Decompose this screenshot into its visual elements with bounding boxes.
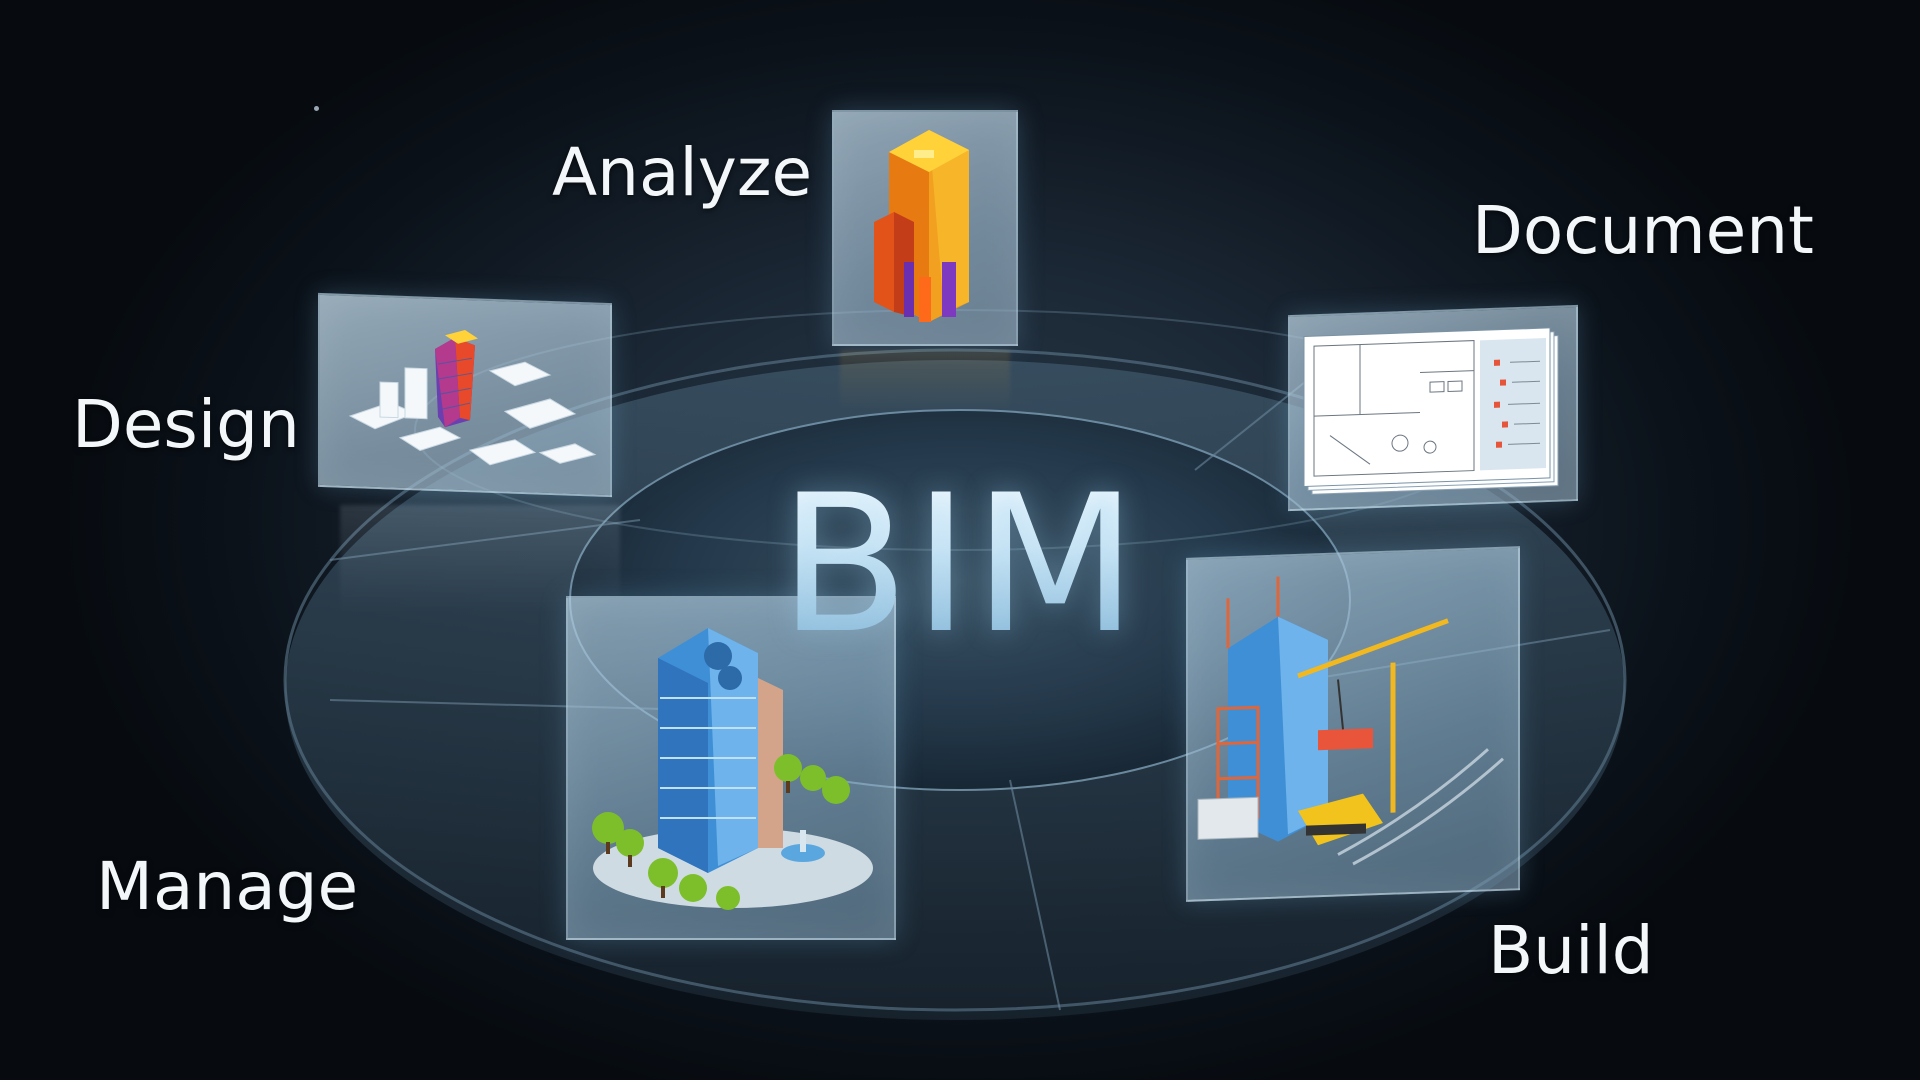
stage-label-analyze: Analyze (552, 134, 813, 211)
design-tower (435, 330, 478, 428)
analyze-heatmap-building-icon (834, 112, 1016, 344)
analyze-panel-reflection (840, 350, 1010, 410)
document-floorplan-sheets-icon (1290, 307, 1576, 509)
document-panel (1288, 304, 1578, 512)
manage-office-building-icon (568, 598, 894, 938)
stage-label-design: Design (72, 386, 300, 463)
build-panel (1186, 546, 1520, 902)
stage-label-manage: Manage (96, 848, 359, 925)
center-label-bim: BIM (700, 470, 1220, 660)
design-panel (318, 292, 612, 498)
build-construction-site-icon (1188, 548, 1518, 900)
stage-label-document: Document (1472, 192, 1814, 269)
stage-label-build: Build (1488, 912, 1654, 989)
analyze-panel (832, 110, 1018, 346)
outer-ring-rim (283, 348, 1627, 1012)
design-city-model-icon (320, 294, 610, 496)
speck-dot (314, 106, 319, 111)
manage-panel (566, 596, 896, 940)
